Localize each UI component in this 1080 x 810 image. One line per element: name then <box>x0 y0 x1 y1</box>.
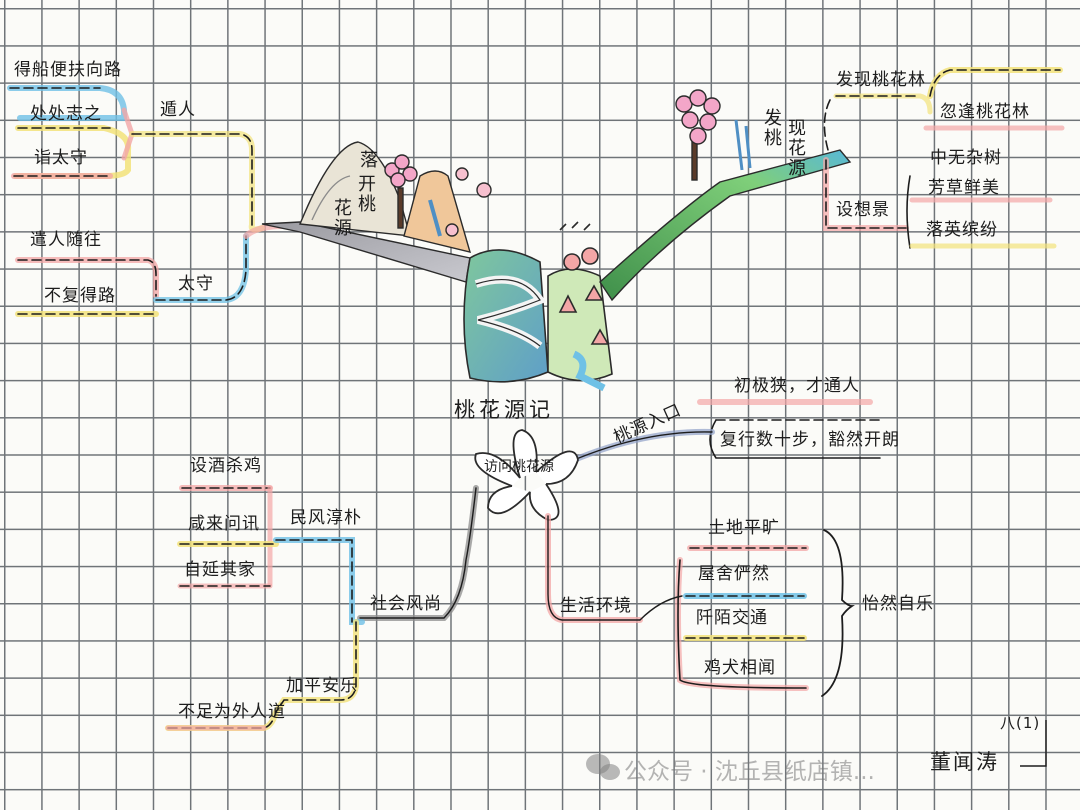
center-connectors <box>357 485 643 623</box>
node-peace-joy: 加平安乐 <box>286 676 358 696</box>
node-mark-everywhere: 处处志之 <box>30 104 102 124</box>
central-mountain-illustration <box>463 221 613 392</box>
discover-label-col1: 发桃 <box>761 108 782 148</box>
node-narrow: 初极狭，才通人 <box>734 376 860 396</box>
right-top-branch <box>823 67 1065 249</box>
map-title: 桃花源记 <box>454 398 554 422</box>
green-slope <box>599 149 852 302</box>
wechat-icon <box>586 754 620 780</box>
peach-trees-illustration <box>675 89 752 181</box>
node-not-tell: 不足为外人道 <box>178 702 286 722</box>
author-name: 董闻涛 <box>930 750 999 774</box>
node-no-other-trees: 中无杂树 <box>930 148 1002 168</box>
mountain-label-col1: 落 <box>357 150 378 170</box>
node-meet-forest: 忽逢桃花林 <box>940 102 1030 122</box>
peach-mountain-illustration <box>298 141 492 253</box>
node-fragrant-grass: 芳草鲜美 <box>928 178 1000 198</box>
left-mid-branch <box>15 222 303 317</box>
node-falling-petals: 落英缤纷 <box>926 220 998 240</box>
author-bracket <box>1020 720 1047 767</box>
node-invite-home: 自延其家 <box>184 560 256 580</box>
left-top-branch <box>7 85 265 233</box>
node-chickens-dogs: 鸡犬相闻 <box>704 658 776 678</box>
node-magistrate: 太守 <box>178 274 214 294</box>
node-discover-forest: 发现桃花林 <box>836 70 926 90</box>
center-node: 访问桃花源 <box>484 459 554 475</box>
node-all-ask: 咸来问讯 <box>188 514 260 534</box>
node-imagine-scene: 设想景 <box>836 200 890 220</box>
right-bottom-branch <box>639 529 855 697</box>
node-flat-land: 土地平旷 <box>708 518 780 538</box>
node-living-environment: 生活环境 <box>560 596 632 616</box>
class-tag: 八(1) <box>1000 714 1041 732</box>
center-flower <box>474 429 579 521</box>
watermark-text: 公众号 · 沈丘县纸店镇... <box>624 759 875 785</box>
node-open-up: 复行数十步，豁然开朗 <box>720 430 900 450</box>
node-exit: 遁人 <box>160 100 196 120</box>
node-kill-chicken: 设酒杀鸡 <box>190 456 262 476</box>
node-report-magistrate: 诣太守 <box>34 148 88 168</box>
left-bottom-branch <box>165 485 365 731</box>
node-simple-custom: 民风淳朴 <box>290 508 362 528</box>
node-lost-way: 不复得路 <box>44 286 116 306</box>
discover-label-col2: 现花源 <box>785 118 806 178</box>
mountain-label-col2: 开桃 <box>355 174 376 214</box>
node-contented: 怡然自乐 <box>862 594 934 614</box>
node-paths: 阡陌交通 <box>696 608 768 628</box>
mountain-label-col3: 花源 <box>331 198 352 238</box>
node-send-people: 遣人随往 <box>30 230 102 250</box>
node-social-custom: 社会风尚 <box>370 594 442 614</box>
node-boat-route: 得船便扶向路 <box>14 60 122 80</box>
node-neat-houses: 屋舍俨然 <box>698 564 770 584</box>
